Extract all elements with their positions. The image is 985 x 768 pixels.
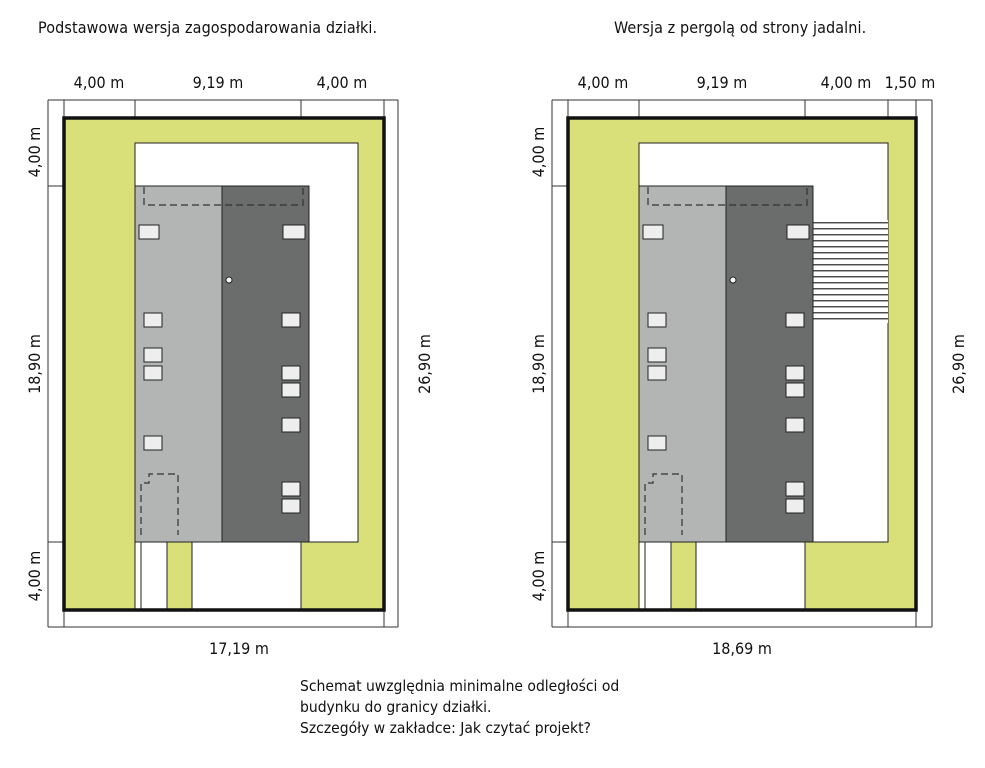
dimension-frame — [551, 99, 933, 628]
note-line-2: budynku do granicy działki. — [300, 698, 492, 716]
dim-top-building: 9,19 m — [193, 73, 244, 92]
dim-top-setback-left: 4,00 m — [74, 73, 125, 92]
dim-left-middle: 18,90 m — [25, 334, 44, 394]
dim-right-total: 26,90 m — [949, 334, 968, 394]
plot-boundary — [566, 116, 918, 612]
chimney-dot — [729, 276, 737, 284]
note-line-3: Szczegóły w zakładce: Jak czytać projekt… — [300, 719, 591, 737]
dim-left-middle: 18,90 m — [529, 334, 548, 394]
dim-top-setback-right: 4,00 m — [821, 73, 872, 92]
lawn-strip — [670, 541, 697, 611]
right-plan: 4,00 m 9,19 m 4,00 m 1,50 m 4,00 m 18,90… — [529, 73, 968, 658]
left-plan: 4,00 m 9,19 m 4,00 m 4,00 m 18,90 m 4,00… — [25, 73, 434, 658]
dim-top-building: 9,19 m — [697, 73, 748, 92]
plot-boundary — [62, 116, 386, 612]
dim-bottom-total: 18,69 m — [712, 639, 772, 658]
dimension-frame — [47, 99, 399, 628]
dim-top-setback-left: 4,00 m — [578, 73, 629, 92]
skylights — [642, 224, 810, 514]
dim-bottom-total: 17,19 m — [209, 639, 269, 658]
note-line-1: Schemat uwzględnia minimalne odległości … — [300, 677, 620, 695]
skylights — [138, 224, 306, 514]
left-plan-title: Podstawowa wersja zagospodarowania dział… — [38, 18, 378, 37]
dim-left-top: 4,00 m — [529, 127, 548, 178]
dim-right-total: 26,90 m — [415, 334, 434, 394]
lawn-strip — [166, 541, 193, 611]
pergola — [813, 220, 888, 323]
dim-left-bottom: 4,00 m — [529, 551, 548, 602]
dim-top-setback-right: 4,00 m — [317, 73, 368, 92]
dim-left-top: 4,00 m — [25, 127, 44, 178]
dim-left-bottom: 4,00 m — [25, 551, 44, 602]
dim-top-pergola: 1,50 m — [885, 73, 936, 92]
right-plan-title: Wersja z pergolą od strony jadalni. — [614, 18, 867, 37]
chimney-dot — [225, 276, 233, 284]
